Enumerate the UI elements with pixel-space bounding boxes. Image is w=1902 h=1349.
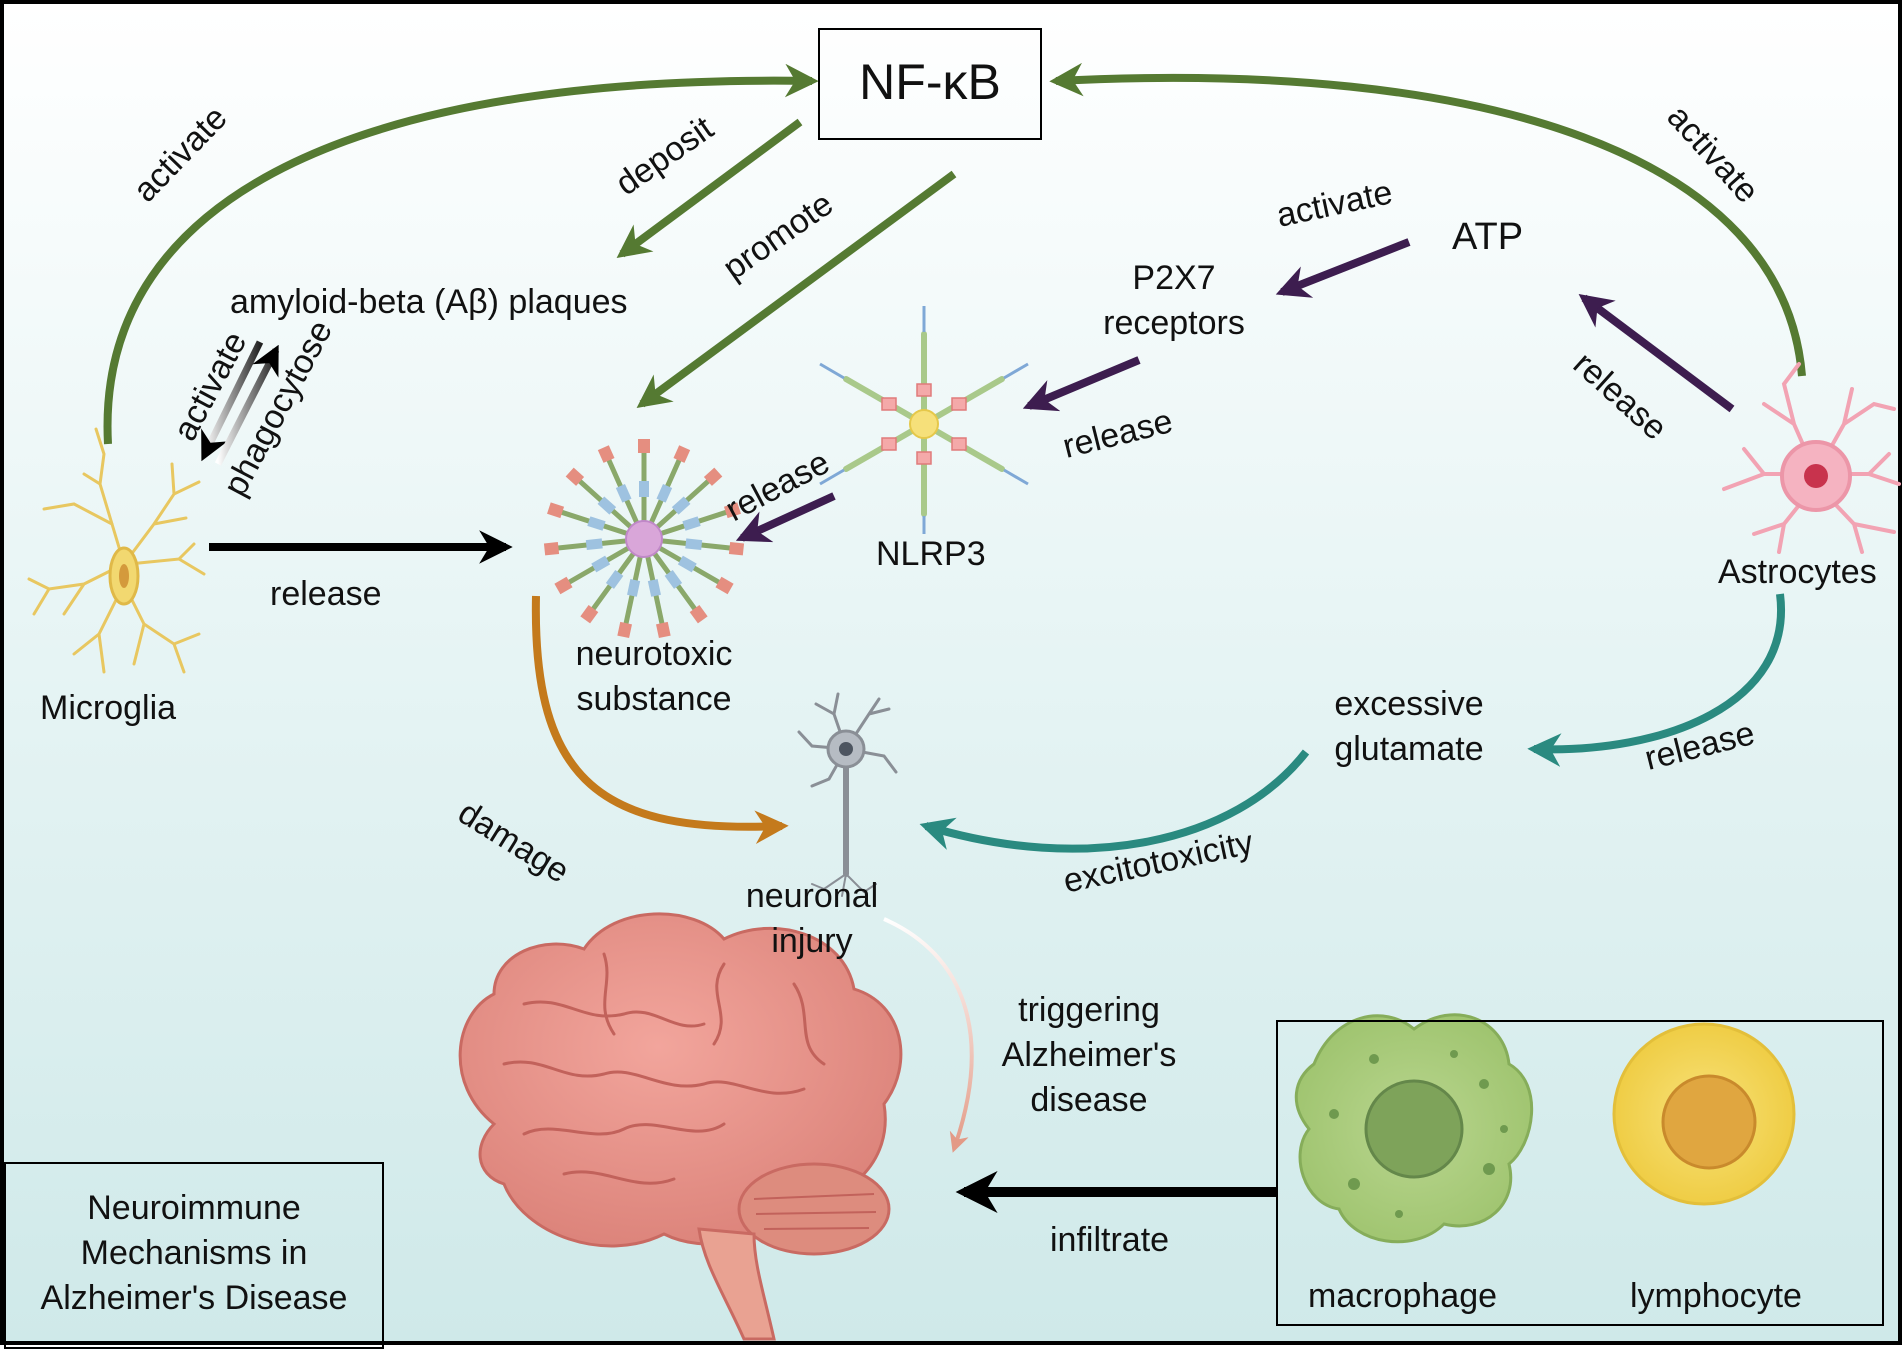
arrow-astrocytes-to-glutamate [1527, 593, 1786, 767]
p2x7-line-1: P2X7 [1132, 259, 1216, 297]
glutamate-line-1: excessive [1334, 685, 1484, 723]
neuronal-injury-label: neuronal injury [722, 874, 902, 964]
atp-label: ATP [1452, 216, 1524, 258]
neurotoxic-line-2: substance [576, 679, 732, 718]
triggering-line-2: Alzheimer's [1001, 1035, 1177, 1074]
arrow-microglia-to-nfkb [103, 63, 819, 445]
amyloid-plaques-label: amyloid-beta (Aβ) plaques [230, 283, 628, 321]
neurotoxic-substance-illustration [543, 439, 745, 639]
arrow-promote [636, 170, 957, 408]
arrow-p2x7-to-nlrp3 [1022, 356, 1141, 412]
arrow-deposit [616, 118, 803, 259]
arrow-astrocytes-to-nfkb [1049, 62, 1806, 377]
neuronal-injury-line-1: neuronal [745, 877, 879, 915]
p2x7-line-2: receptors [1103, 303, 1245, 342]
triggering-line-1: triggering [1018, 991, 1160, 1029]
title-line-3: Alzheimer's Disease [40, 1278, 348, 1317]
macrophage-illustration [1294, 1013, 1533, 1244]
microglia-cell-illustration [27, 427, 206, 674]
arrow-triggering [883, 917, 974, 1153]
immune-cells-box [1276, 1020, 1884, 1326]
brain-illustration [458, 912, 903, 1341]
neurotoxic-line-1: neurotoxic [575, 635, 733, 673]
macrophage-label: macrophage [1308, 1277, 1498, 1315]
astrocyte-cell-illustration [1722, 362, 1901, 554]
arrow-atp-to-p2x7 [1275, 238, 1411, 298]
arrow-nlrp3-to-neurotoxic [735, 492, 836, 543]
p2x7-receptors-label: P2X7 receptors [1084, 256, 1264, 346]
excessive-glutamate-label: excessive glutamate [1304, 682, 1514, 772]
neuronal-injury-line-2: injury [771, 921, 853, 960]
neuron-illustration [797, 692, 898, 897]
label-infiltrate: infiltrate [1050, 1221, 1170, 1259]
triggering-line-3: disease [1030, 1080, 1148, 1119]
arrow-phagocytose [214, 344, 280, 466]
arrow-activate-amyloid [200, 340, 264, 462]
nfkb-box [818, 28, 1042, 140]
label-microglia-release: release [270, 575, 382, 613]
nlrp3-illustration [819, 306, 1029, 534]
microglia-label: Microglia [40, 689, 177, 727]
title-line-2: Mechanisms in [80, 1233, 308, 1272]
lymphocyte-illustration [1612, 1022, 1796, 1206]
nfkb-label: NF-κB [859, 54, 1001, 110]
arrow-damage [531, 595, 789, 844]
neurotoxic-substance-label: neurotoxic substance [544, 632, 764, 722]
astrocytes-label: Astrocytes [1718, 553, 1877, 591]
arrow-excitotoxicity [919, 749, 1310, 853]
glutamate-line-2: glutamate [1334, 729, 1484, 768]
lymphocyte-label: lymphocyte [1630, 1277, 1802, 1315]
nlrp3-label: NLRP3 [876, 535, 986, 573]
title-line-1: Neuroimmune [87, 1189, 301, 1227]
title-box-text: Neuroimmune Mechanisms in Alzheimer's Di… [4, 1186, 384, 1321]
arrow-astrocytes-to-atp [1578, 293, 1735, 413]
triggering-alzheimers-label: triggering Alzheimer's disease [974, 988, 1204, 1123]
